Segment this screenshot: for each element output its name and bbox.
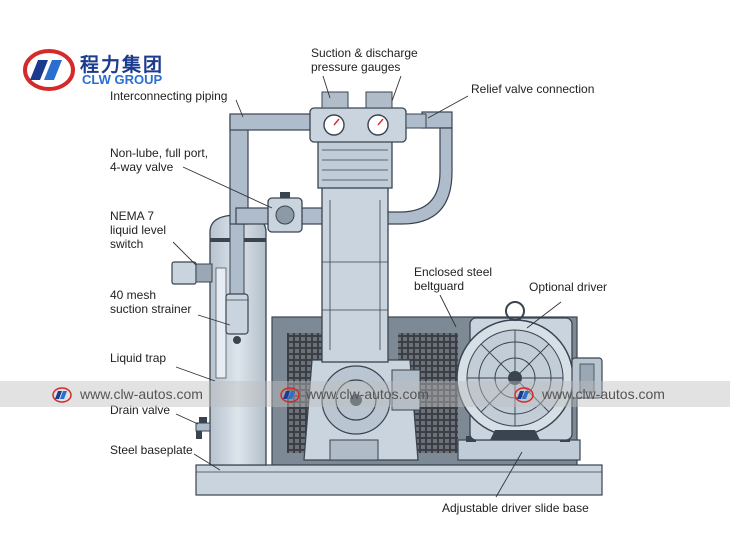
discharge-gauge-icon [367, 114, 389, 136]
label-optional-driver: Optional driver [529, 280, 608, 294]
steel-baseplate [195, 464, 603, 496]
clw-logo: 程力集团 CLW GROUP [22, 48, 192, 92]
label-slide-base: Adjustable driver slide base [442, 501, 589, 515]
watermark-text-2: www.clw-autos.com [306, 386, 429, 402]
label-suction-strainer: 40 mesh suction strainer [110, 288, 192, 316]
label-steel-baseplate: Steel baseplate [110, 443, 193, 457]
watermark-logo-icon [52, 387, 72, 403]
suction-gauge-icon [323, 114, 345, 136]
label-interconnecting-piping: Interconnecting piping [110, 89, 228, 103]
label-pressure-gauges: Suction & discharge pressure gauges [311, 46, 418, 74]
suction-strainer [225, 221, 249, 344]
motor-driver [456, 301, 603, 441]
level-switch-device [171, 261, 213, 285]
watermark-logo-icon [280, 387, 300, 403]
label-level-switch: NEMA 7 liquid level switch [110, 209, 167, 251]
logo-name-cn: 程力集团 [80, 54, 165, 76]
logo-name-en: CLW GROUP [82, 72, 163, 87]
label-four-way-valve: Non-lube, full port, 4-way valve [110, 146, 209, 174]
label-relief-valve: Relief valve connection [471, 82, 595, 96]
label-drain-valve: Drain valve [110, 403, 171, 417]
label-liquid-trap: Liquid trap [110, 351, 167, 365]
watermark-text-3: www.clw-autos.com [542, 386, 665, 402]
label-beltguard: Enclosed steel beltguard [414, 265, 493, 293]
watermark-band [0, 381, 730, 407]
drain-valve-device [195, 417, 211, 439]
compressor-head [309, 91, 427, 189]
four-way-valve-body [267, 192, 303, 233]
watermark-text-1: www.clw-autos.com [80, 386, 203, 402]
leader-lines [172, 75, 562, 498]
compressor-crankcase [303, 359, 421, 461]
watermark-logo-icon [514, 387, 534, 403]
clw-logo-mark-icon [23, 49, 75, 91]
compressor-cylinder [321, 185, 389, 363]
